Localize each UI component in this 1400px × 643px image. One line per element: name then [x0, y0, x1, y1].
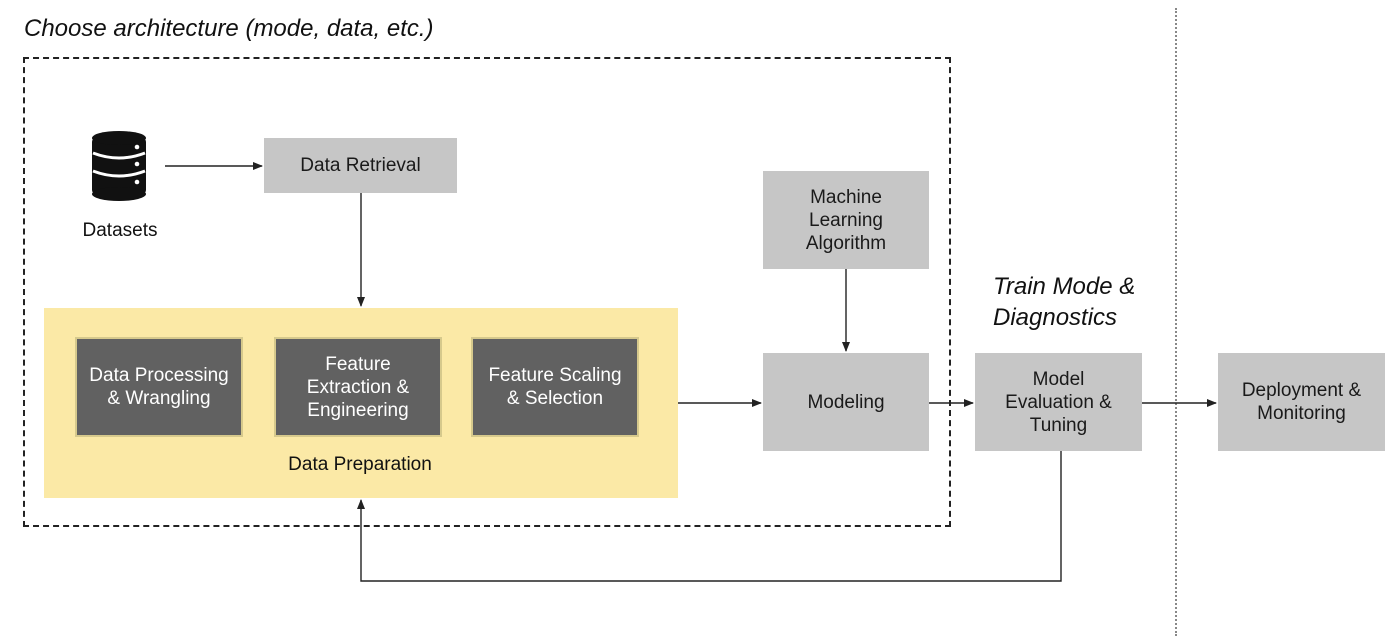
model-evaluation-box[interactable]: Model Evaluation & Tuning	[975, 353, 1142, 451]
train-diagnostics-header: Train Mode & Diagnostics	[993, 273, 1136, 331]
deployment-separator	[1175, 8, 1177, 636]
database-icon	[90, 130, 148, 202]
deployment-box[interactable]: Deployment & Monitoring	[1218, 353, 1385, 451]
data-retrieval-box[interactable]: Data Retrieval	[264, 138, 457, 193]
feature-scaling-box[interactable]: Feature Scaling & Selection	[471, 337, 639, 437]
modeling-box[interactable]: Modeling	[763, 353, 929, 451]
feature-extraction-box[interactable]: Feature Extraction & Engineering	[274, 337, 442, 437]
data-preparation-label: Data Preparation	[288, 454, 432, 475]
datasets-label: Datasets	[82, 220, 158, 241]
architecture-header: Choose architecture (mode, data, etc.)	[24, 15, 434, 42]
data-processing-box[interactable]: Data Processing & Wrangling	[75, 337, 243, 437]
ml-algorithm-box[interactable]: Machine Learning Algorithm	[763, 171, 929, 269]
